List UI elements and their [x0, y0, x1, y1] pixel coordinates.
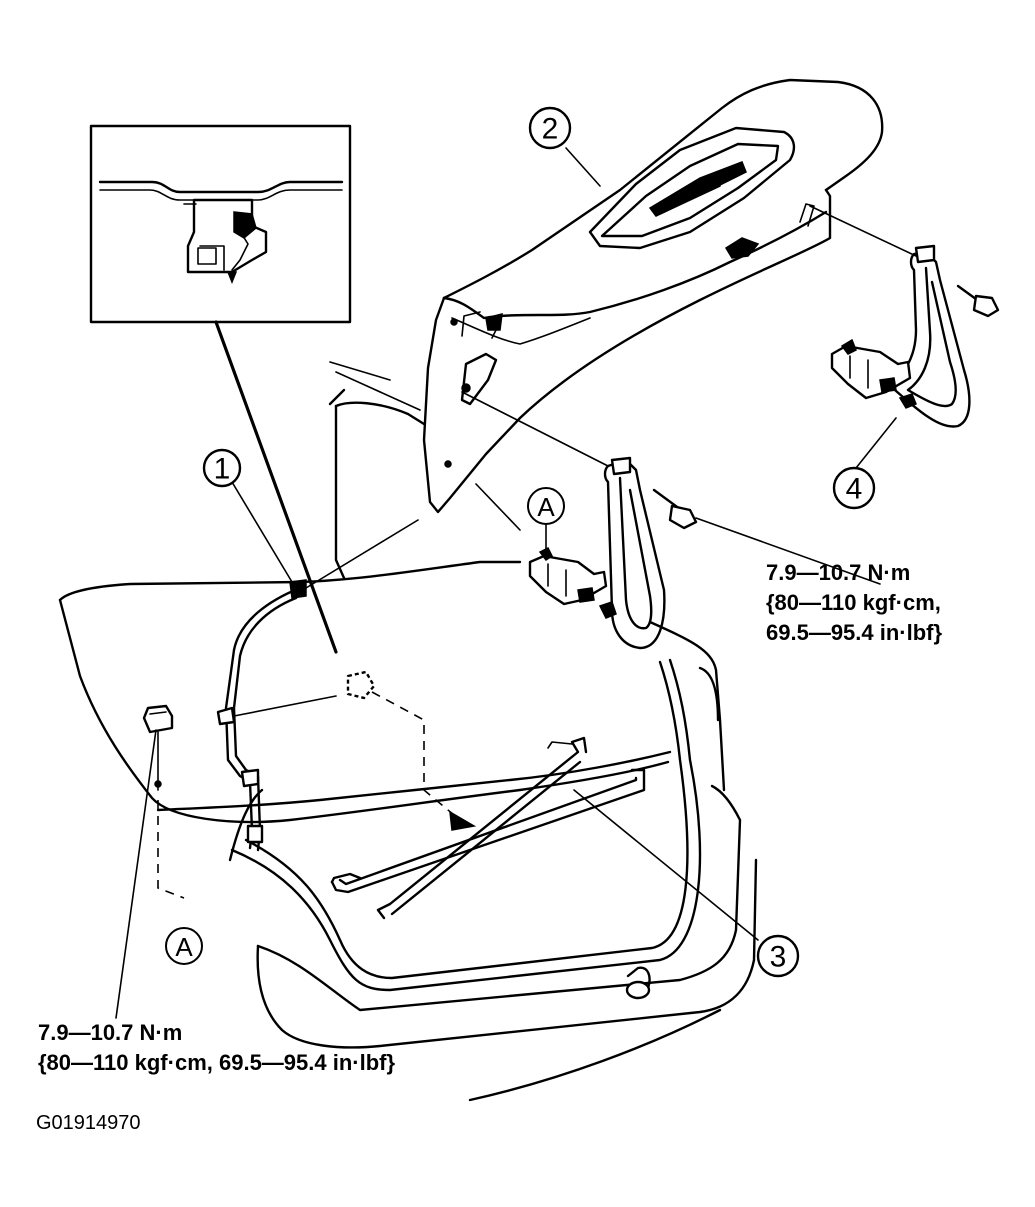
callout-1: 1: [202, 448, 242, 488]
torsion-bars: [330, 736, 646, 920]
figure-id: G01914970: [36, 1112, 141, 1134]
torque-spec-lower-line1: 7.9—10.7 N·m: [38, 1020, 183, 1045]
trunk-lid: [422, 78, 884, 514]
callout-1-label: 1: [214, 453, 231, 486]
torque-spec-hinge-line1: 7.9—10.7 N·m: [766, 560, 911, 585]
vehicle-body: [58, 361, 758, 1102]
torque-spec-hinge-bolt: 7.9—10.7 N·m {80—110 kgf·cm, 69.5—95.4 i…: [766, 558, 942, 648]
torque-spec-hinge-line3: 69.5—95.4 in·lbf}: [766, 620, 943, 645]
callout-4-label: 4: [846, 473, 863, 506]
leader-part4: [855, 417, 897, 469]
callout-a-lower: A: [165, 927, 203, 965]
callout-3: 3: [756, 934, 800, 978]
latch-detail-inset: [89, 124, 352, 324]
latch-dashed-path: [371, 691, 461, 821]
latch-location-marker: [346, 670, 376, 700]
inset-leader-line: [214, 320, 338, 654]
callout-a-upper: A: [527, 487, 565, 525]
trunk-release-cable: [216, 519, 419, 852]
hinge-right: [809, 205, 1000, 428]
leader-part3: [573, 789, 759, 941]
callout-2-label: 2: [542, 113, 559, 146]
torque-spec-lower-line2: {80—110 kgf·cm, 69.5—95.4 in·lbf}: [38, 1050, 396, 1075]
callout-2: 2: [528, 106, 572, 150]
leader-part2: [565, 147, 601, 187]
torque-spec-lower-fastener: 7.9—10.7 N·m {80—110 kgf·cm, 69.5—95.4 i…: [38, 1018, 395, 1078]
torque-spec-hinge-line2: {80—110 kgf·cm,: [766, 590, 941, 615]
leader-lower-torque: [115, 729, 157, 1019]
callout-4: 4: [832, 466, 876, 510]
callout-3-label: 3: [770, 941, 787, 974]
callout-a-lower-label: A: [175, 932, 193, 962]
lid-bump-stop: [142, 704, 185, 899]
leader-part1: [231, 481, 293, 583]
callout-a-upper-label: A: [537, 492, 555, 522]
hinge-left: [461, 329, 881, 650]
